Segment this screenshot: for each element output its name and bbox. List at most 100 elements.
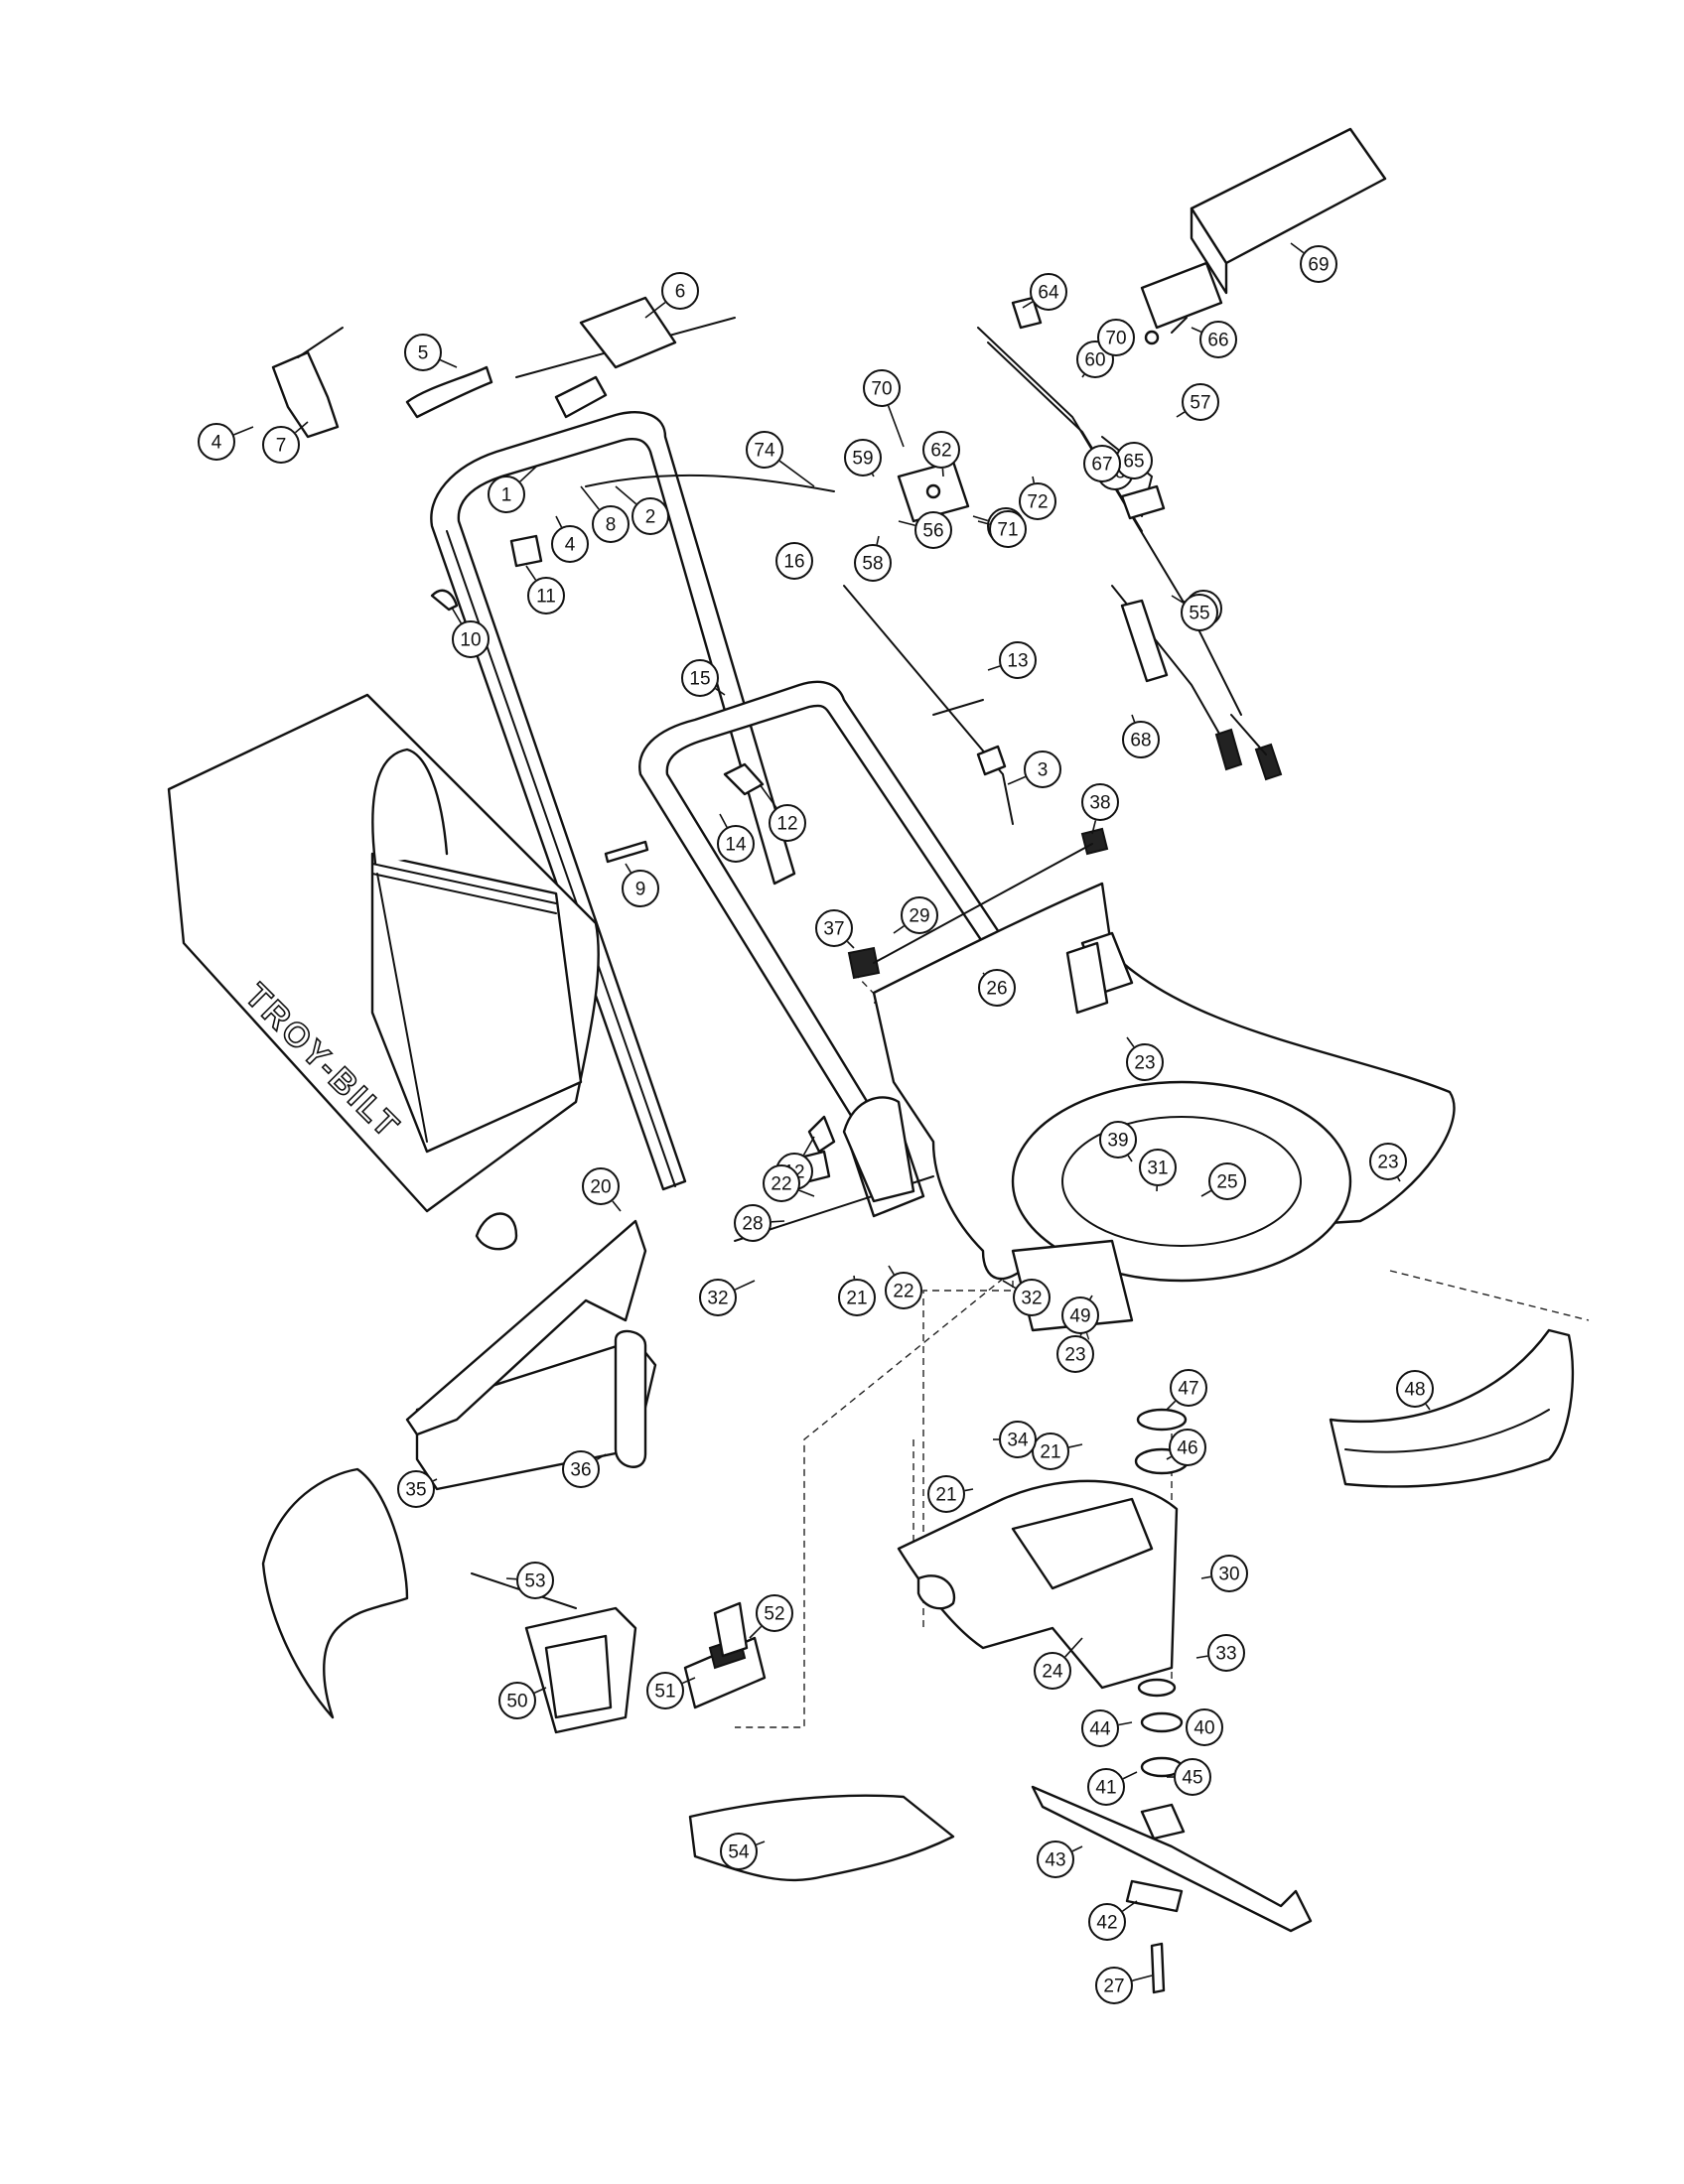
callout-circle <box>661 272 699 310</box>
callout-39: 39 <box>1099 1121 1137 1162</box>
callout-16: 16 <box>775 542 813 580</box>
callout-leader <box>1089 1295 1093 1300</box>
callout-number: 35 <box>405 1480 426 1501</box>
callout-33: 33 <box>1195 1634 1245 1672</box>
callout-14: 14 <box>717 813 755 863</box>
callout-number: 20 <box>590 1177 611 1198</box>
drive-cable <box>585 474 1014 825</box>
callout-leader <box>555 515 563 528</box>
callout-58: 58 <box>854 535 892 582</box>
callout-36: 36 <box>562 1450 607 1488</box>
callout-49: 49 <box>1061 1295 1099 1334</box>
callout-number: 60 <box>1084 350 1105 371</box>
callout-circle <box>1013 1279 1051 1316</box>
callout-number: 26 <box>986 979 1007 1000</box>
callout-leader <box>1064 1637 1083 1658</box>
callout-circle <box>746 431 783 469</box>
callout-leader <box>759 783 777 809</box>
callout-number: 21 <box>846 1289 867 1309</box>
callout-29: 29 <box>893 896 938 934</box>
callout-leader <box>612 1200 622 1212</box>
callout-circle <box>999 1421 1037 1458</box>
callout-15: 15 <box>681 659 726 697</box>
callout-leader <box>1191 327 1201 334</box>
callout-circle <box>1088 1903 1126 1941</box>
callout-number: 10 <box>460 630 481 651</box>
callout-number: 46 <box>1177 1438 1197 1459</box>
callout-number: 4 <box>565 535 576 556</box>
callout-leader <box>887 405 905 448</box>
callout-circle <box>1087 1768 1125 1806</box>
callout-number: 39 <box>1107 1131 1128 1152</box>
callout-leader <box>798 1189 815 1197</box>
callout-number: 16 <box>783 552 804 573</box>
callout-leader <box>580 485 600 510</box>
callout-23: 23 <box>1369 1143 1407 1182</box>
callout-leader <box>982 972 985 975</box>
callout-30: 30 <box>1200 1555 1248 1592</box>
callout-62: 62 <box>922 431 960 478</box>
callout-8: 8 <box>580 485 630 543</box>
callout-number: 24 <box>1042 1662 1063 1683</box>
callout-circle <box>1300 245 1337 283</box>
callout-37: 37 <box>815 909 855 949</box>
callout-circle <box>1095 1967 1133 2004</box>
callout-leader <box>734 1280 756 1291</box>
callout-number: 33 <box>1215 1644 1236 1665</box>
callout-leader <box>871 474 875 478</box>
callout-circle <box>1369 1143 1407 1180</box>
callout-leader <box>1122 1900 1138 1912</box>
callout-leader <box>525 565 537 581</box>
callout-circle <box>775 542 813 580</box>
callout-11: 11 <box>525 565 565 614</box>
callout-number: 44 <box>1089 1719 1111 1740</box>
battery <box>1140 127 1387 330</box>
callout-leader <box>644 301 666 319</box>
callout-circle <box>622 870 659 907</box>
callout-number: 42 <box>1096 1913 1117 1934</box>
callout-number: 54 <box>728 1843 750 1863</box>
callout-circle <box>1170 1369 1207 1407</box>
callout-leader <box>898 520 915 527</box>
callout-circle <box>397 1470 435 1508</box>
callout-leader <box>888 1265 895 1276</box>
callout-circle <box>1139 1149 1177 1186</box>
callout-number: 49 <box>1069 1306 1090 1327</box>
callout-number: 52 <box>764 1604 784 1625</box>
callout-circle <box>978 969 1016 1007</box>
callout-number: 62 <box>930 441 951 462</box>
callout-number: 13 <box>1007 651 1028 672</box>
callout-circle <box>646 1672 684 1709</box>
callout-circle <box>1207 1634 1245 1672</box>
callout-40: 40 <box>1186 1708 1223 1746</box>
callout-38: 38 <box>1081 783 1119 835</box>
height-adjust-springs <box>847 827 1109 980</box>
callout-67: 67 <box>1083 445 1121 482</box>
callout-number: 57 <box>1190 393 1210 414</box>
callout-number: 1 <box>501 485 512 506</box>
callout-circle <box>1024 751 1061 788</box>
handle-bracket-right <box>1065 941 1109 1015</box>
callout-leader <box>987 665 1001 671</box>
callout-leader <box>715 688 726 696</box>
callout-circle <box>901 896 938 934</box>
callout-circle <box>1182 383 1219 421</box>
callout-number: 58 <box>862 554 883 575</box>
callout-41: 41 <box>1087 1768 1138 1806</box>
callout-number: 22 <box>893 1282 913 1302</box>
rear-deflector <box>415 1329 657 1491</box>
callout-circle <box>1396 1370 1434 1408</box>
callout-leader <box>1071 1845 1083 1852</box>
callout-68: 68 <box>1122 714 1160 758</box>
callout-leader <box>534 1687 547 1694</box>
callout-34: 34 <box>993 1421 1037 1458</box>
callout-number: 7 <box>276 436 287 457</box>
callout-number: 53 <box>524 1571 545 1592</box>
blade-stack <box>1134 1408 1190 1841</box>
callout-circle <box>885 1272 922 1309</box>
callout-circle <box>1199 321 1237 358</box>
callout-circle <box>452 620 490 658</box>
callout-number: 3 <box>1038 760 1049 781</box>
rear-flap <box>405 1212 647 1436</box>
callout-53: 53 <box>505 1562 554 1599</box>
